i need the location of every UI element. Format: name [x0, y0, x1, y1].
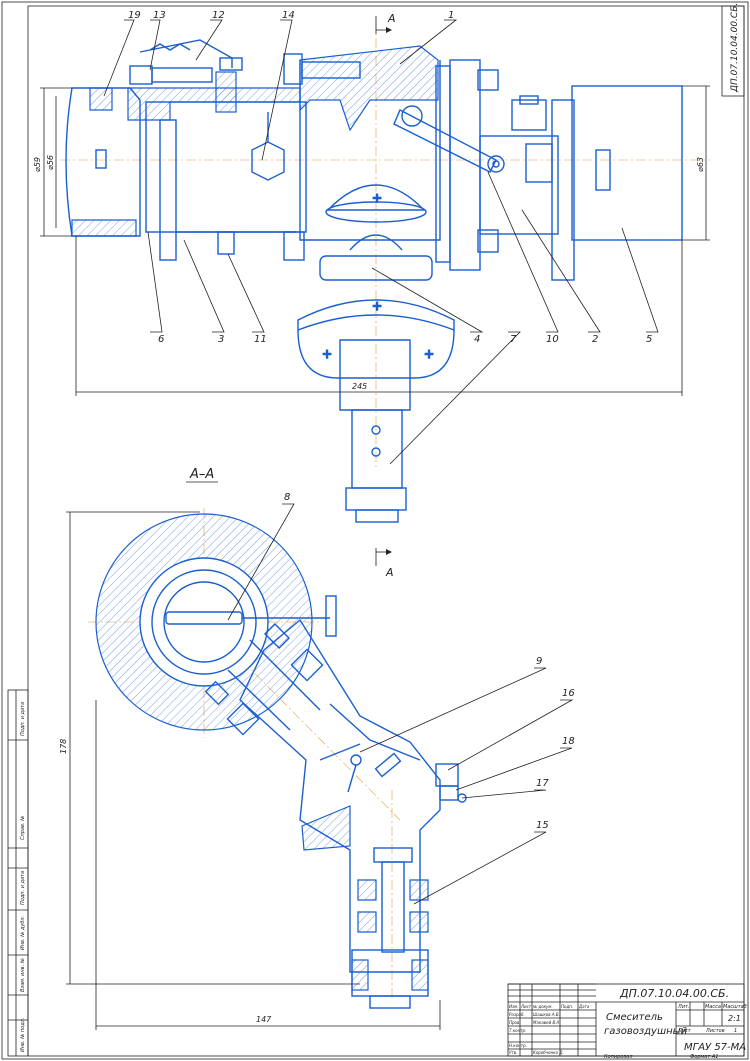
- svg-text:Макавей В.А.: Макавей В.А.: [533, 1020, 560, 1025]
- svg-text:Коробченко Д.: Коробченко Д.: [533, 1050, 564, 1055]
- callout-12: 12: [212, 10, 225, 21]
- svg-text:+: +: [322, 347, 332, 361]
- title-code: ДП.07.10.04.00.СБ.: [619, 987, 729, 1000]
- callout-15: 15: [536, 820, 549, 831]
- dim-245: 245: [352, 382, 367, 391]
- main-view: + + + + A A ⌀59 ⌀56 ⌀63 245: [33, 12, 710, 579]
- svg-text:Лист: Лист: [520, 1004, 532, 1009]
- svg-text:Пров.: Пров.: [509, 1020, 521, 1025]
- svg-text:Т.контр.: Т.контр.: [509, 1028, 526, 1033]
- dim-d63: ⌀63: [696, 157, 705, 172]
- section-mark-bottom: A: [385, 566, 394, 579]
- callout-2: 2: [592, 334, 598, 345]
- dim-178: 178: [59, 739, 68, 754]
- copied-label: Копировал: [604, 1054, 633, 1060]
- section-title: A–A: [189, 467, 214, 482]
- callout-7: 7: [510, 334, 517, 345]
- dim-147: 147: [256, 1015, 272, 1024]
- svg-text:+: +: [424, 347, 434, 361]
- callout-4: 4: [474, 334, 480, 345]
- callout-5: 5: [646, 334, 652, 345]
- title-col-mass: Масса: [705, 1004, 721, 1010]
- callout-8: 8: [284, 492, 290, 503]
- title-sheets-count: 1: [734, 1028, 737, 1034]
- svg-text:Подп. и дата: Подп. и дата: [20, 871, 26, 905]
- section-mark-top: A: [387, 12, 396, 25]
- svg-text:Изм.: Изм.: [509, 1004, 518, 1009]
- title-sheet: Лист: [677, 1028, 692, 1034]
- svg-text:Н.контр.: Н.контр.: [509, 1043, 527, 1048]
- vertical-code-box: [721, 5, 745, 97]
- svg-text:Справ. №: Справ. №: [20, 816, 26, 840]
- callout-11: 11: [254, 334, 267, 345]
- vertical-code-text: ДП.07.10.04.00.СБ.: [730, 3, 740, 93]
- title-block: ДП.07.10.04.00.СБ. Смеситель газовоздушн…: [507, 983, 747, 1060]
- callout-10: 10: [546, 334, 559, 345]
- svg-text:Взам. инв. №: Взам. инв. №: [20, 958, 26, 992]
- svg-text:Инв. № дубл.: Инв. № дубл.: [20, 916, 26, 950]
- svg-text:+: +: [372, 191, 382, 205]
- dim-d59: ⌀59: [33, 157, 42, 172]
- svg-text:Дата: Дата: [578, 1004, 590, 1009]
- svg-text:Шашков А.В.: Шашков А.В.: [533, 1012, 560, 1017]
- title-org: МГАУ 57-МА: [684, 1042, 746, 1053]
- svg-text:Инв. № подл.: Инв. № подл.: [20, 1018, 26, 1053]
- format-label: Формат А1: [690, 1054, 718, 1060]
- svg-text:+: +: [372, 299, 382, 313]
- svg-text:Подп. и дата: Подп. и дата: [20, 702, 26, 736]
- dim-d56: ⌀56: [46, 155, 55, 170]
- sheet-frame-inner: [27, 5, 745, 1057]
- title-scale: 2:1: [728, 1014, 741, 1023]
- svg-text:Утв.: Утв.: [509, 1050, 517, 1055]
- callout-18: 18: [562, 736, 575, 747]
- section-view: A–A: [59, 467, 574, 1030]
- callout-19: 19: [128, 10, 141, 21]
- title-col-scale: Масштаб: [723, 1004, 747, 1010]
- callout-3: 3: [218, 334, 224, 345]
- title-name-1: Смеситель: [606, 1012, 663, 1023]
- callout-16: 16: [562, 688, 575, 699]
- callout-6: 6: [158, 334, 164, 345]
- callout-13: 13: [153, 10, 166, 21]
- callout-9: 9: [536, 656, 542, 667]
- svg-text:Подп.: Подп.: [561, 1004, 573, 1009]
- title-col-lit: Лит.: [677, 1004, 690, 1010]
- svg-text:Разраб.: Разраб.: [509, 1012, 525, 1017]
- svg-text:№ докум.: № докум.: [532, 1004, 553, 1009]
- side-stamp: Подп. и дата Справ. № Подп. и дата Инв. …: [7, 689, 29, 1057]
- callout-1: 1: [448, 10, 454, 21]
- title-sheets: Листов: [705, 1028, 725, 1034]
- title-name-2: газовоздушный: [604, 1026, 688, 1037]
- callout-14: 14: [282, 10, 295, 21]
- callout-17: 17: [536, 778, 549, 789]
